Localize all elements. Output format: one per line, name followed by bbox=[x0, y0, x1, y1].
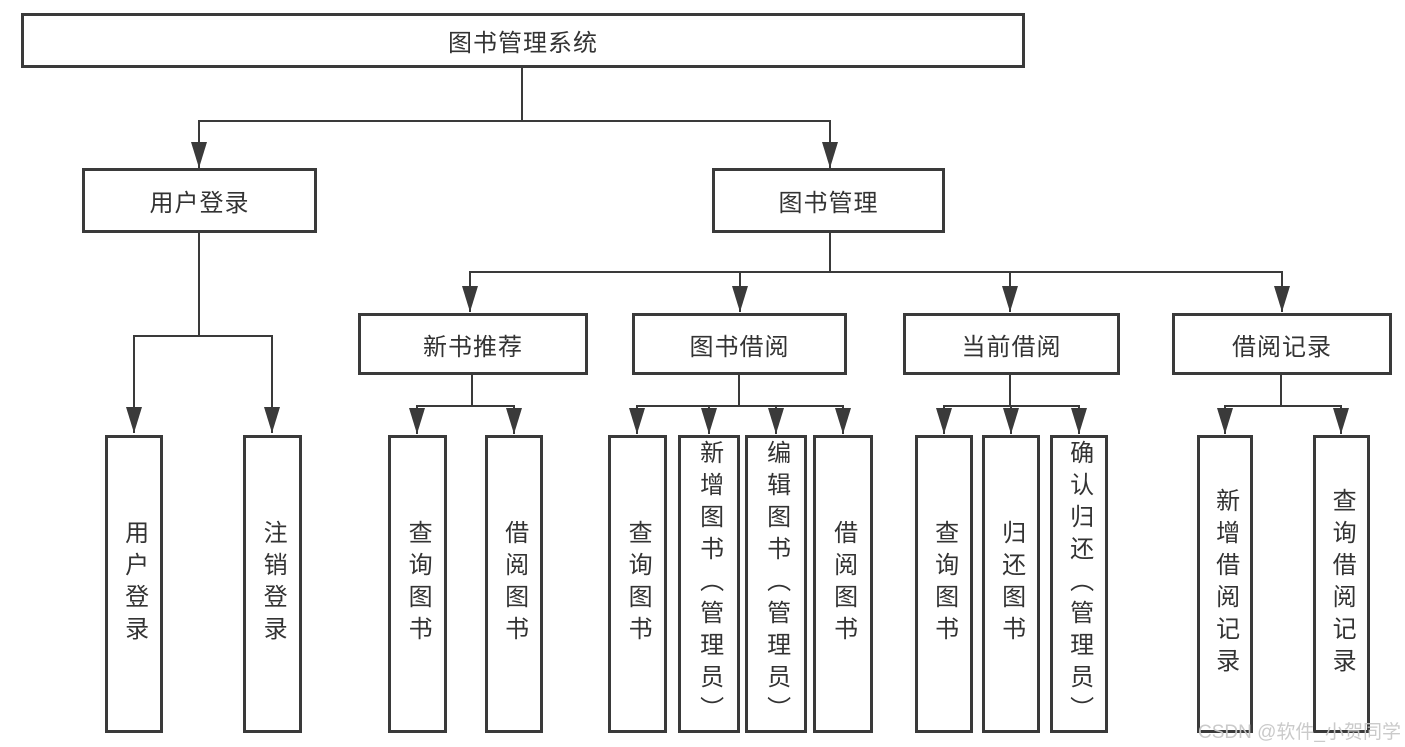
leaf-borrow-query-books-label: 查询图书 bbox=[624, 520, 652, 648]
connector-book-borrow-bar bbox=[637, 405, 844, 407]
down-arrow-to-current-borrow bbox=[1001, 271, 1019, 312]
connector-user-login-bar bbox=[133, 335, 273, 337]
down-arrow-book-borrow-leaf-3 bbox=[767, 405, 785, 434]
leaf-current-confirm-return-admin-label: 确认归还（管理员） bbox=[1065, 440, 1093, 728]
leaf-records-query-record: 查询借阅记录 bbox=[1313, 435, 1370, 733]
node-book-borrow-label: 图书借阅 bbox=[689, 333, 790, 361]
down-arrow-current-borrow-leaf-3 bbox=[1070, 405, 1088, 434]
leaf-borrow-edit-books-admin-label: 编辑图书（管理员） bbox=[762, 440, 790, 728]
connector-book-management-bar bbox=[470, 271, 1282, 273]
down-arrow-book-borrow-leaf-1 bbox=[628, 405, 646, 434]
down-arrow-recommend-leaf-2 bbox=[505, 405, 523, 434]
leaf-user-login-label: 用户登录 bbox=[120, 520, 148, 648]
leaf-current-query-books-label: 查询图书 bbox=[930, 520, 958, 648]
node-new-book-recommend: 新书推荐 bbox=[358, 313, 588, 375]
down-arrow-to-book-borrow bbox=[731, 271, 749, 312]
down-arrow-borrow-records-leaf-1 bbox=[1216, 405, 1234, 434]
leaf-borrow-query-books: 查询图书 bbox=[608, 435, 667, 733]
leaf-recommend-borrow-books-label: 借阅图书 bbox=[500, 520, 528, 648]
connector-book-borrow-stem bbox=[738, 375, 740, 405]
down-arrow-current-borrow-leaf-1 bbox=[935, 405, 953, 434]
connector-book-management-stem bbox=[829, 233, 831, 271]
down-arrow-recommend-leaf-1 bbox=[408, 405, 426, 434]
leaf-logout-label: 注销登录 bbox=[259, 520, 287, 648]
connector-borrow-records-bar bbox=[1225, 405, 1342, 407]
down-arrow-current-borrow-leaf-2 bbox=[1002, 405, 1020, 434]
connector-borrow-records-stem bbox=[1280, 375, 1282, 405]
leaf-current-confirm-return-admin: 确认归还（管理员） bbox=[1050, 435, 1108, 733]
down-arrow-to-borrow-records bbox=[1273, 271, 1291, 312]
down-arrow-book-borrow-leaf-2 bbox=[700, 405, 718, 434]
leaf-records-add-record-label: 新增借阅记录 bbox=[1211, 488, 1239, 680]
node-current-borrow-label: 当前借阅 bbox=[961, 333, 1062, 361]
node-new-book-recommend-label: 新书推荐 bbox=[423, 333, 523, 361]
csdn-watermark: CSDN @软件_小贺同学 bbox=[1198, 722, 1401, 743]
connector-recommend-stem bbox=[471, 375, 473, 405]
leaf-borrow-add-books-admin-label: 新增图书（管理员） bbox=[695, 440, 723, 728]
leaf-borrow-borrow-books-label: 借阅图书 bbox=[829, 520, 857, 648]
node-borrow-records: 借阅记录 bbox=[1172, 313, 1392, 375]
leaf-current-query-books: 查询图书 bbox=[915, 435, 973, 733]
leaf-recommend-query-books-label: 查询图书 bbox=[404, 520, 432, 648]
node-user-login: 用户登录 bbox=[82, 168, 317, 233]
leaf-records-query-record-label: 查询借阅记录 bbox=[1328, 488, 1356, 680]
down-arrow-to-new-book-recommend bbox=[461, 271, 479, 312]
leaf-borrow-edit-books-admin: 编辑图书（管理员） bbox=[745, 435, 807, 733]
node-book-management-label: 图书管理 bbox=[778, 190, 879, 217]
connector-current-borrow-bar bbox=[944, 405, 1080, 407]
connector-root-stem bbox=[521, 68, 523, 120]
down-arrow-to-user-login bbox=[190, 120, 208, 168]
down-arrow-to-book-management bbox=[821, 120, 839, 168]
connector-current-borrow-stem bbox=[1009, 375, 1011, 405]
down-arrow-borrow-records-leaf-2 bbox=[1332, 405, 1350, 434]
connector-root-bar bbox=[198, 120, 831, 122]
node-user-login-label: 用户登录 bbox=[149, 190, 250, 217]
node-current-borrow: 当前借阅 bbox=[903, 313, 1120, 375]
node-root: 图书管理系统 bbox=[21, 13, 1025, 68]
node-book-management: 图书管理 bbox=[712, 168, 945, 233]
down-arrow-to-leaf-logout bbox=[263, 335, 281, 433]
leaf-logout: 注销登录 bbox=[243, 435, 302, 733]
leaf-current-return-books: 归还图书 bbox=[982, 435, 1040, 733]
leaf-user-login: 用户登录 bbox=[105, 435, 163, 733]
leaf-borrow-borrow-books: 借阅图书 bbox=[813, 435, 873, 733]
leaf-current-return-books-label: 归还图书 bbox=[997, 520, 1025, 648]
connector-recommend-bar bbox=[417, 405, 515, 407]
node-root-label: 图书管理系统 bbox=[448, 30, 598, 57]
connector-user-login-stem bbox=[198, 233, 200, 335]
down-arrow-to-leaf-user-login bbox=[125, 335, 143, 433]
leaf-borrow-add-books-admin: 新增图书（管理员） bbox=[678, 435, 740, 733]
node-book-borrow: 图书借阅 bbox=[632, 313, 847, 375]
leaf-records-add-record: 新增借阅记录 bbox=[1197, 435, 1253, 733]
node-borrow-records-label: 借阅记录 bbox=[1232, 333, 1332, 361]
down-arrow-book-borrow-leaf-4 bbox=[834, 405, 852, 434]
leaf-recommend-borrow-books: 借阅图书 bbox=[485, 435, 543, 733]
leaf-recommend-query-books: 查询图书 bbox=[388, 435, 447, 733]
